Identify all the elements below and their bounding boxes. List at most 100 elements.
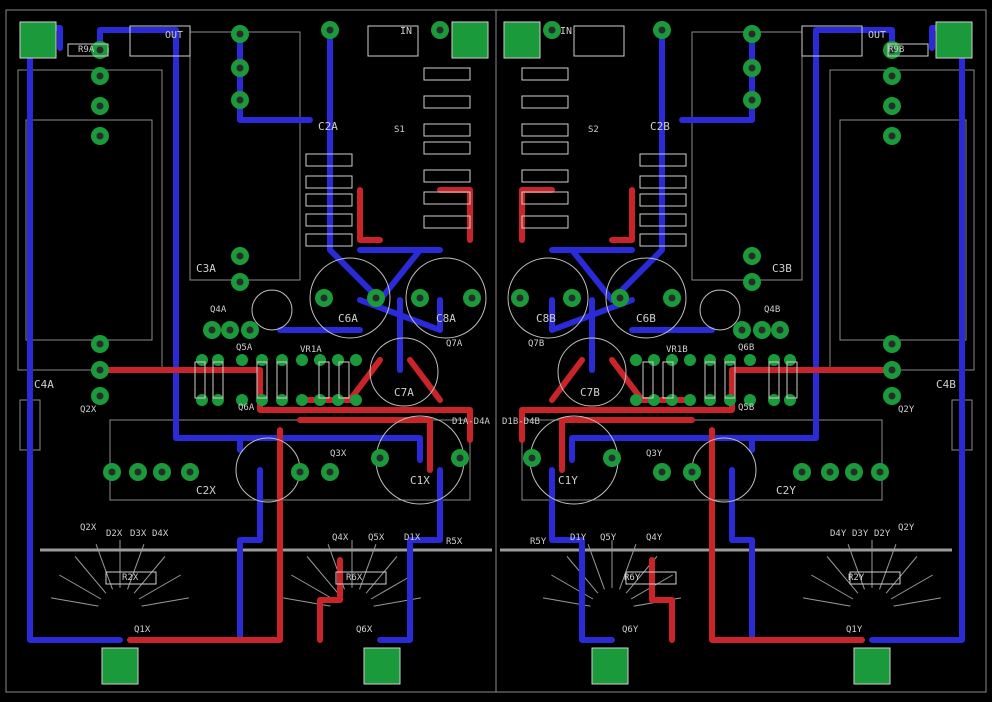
pad-drill [738,326,746,334]
resistor-body [521,95,569,109]
pad-drill [96,46,104,54]
heatsink-fin [141,597,190,607]
pad [196,354,208,366]
pad-drill [748,96,756,104]
resistor-body [639,175,687,189]
resistor-body [423,141,471,155]
pad-drill [608,454,616,462]
resistor-body [423,123,471,137]
label-c1x: C1X [410,474,430,487]
pad-drill [134,468,142,476]
pad-drill [748,278,756,286]
resistor-body [849,571,901,585]
resistor-body [423,95,471,109]
pad-drill [668,294,676,302]
resistor-body [305,175,353,189]
label-out-right: OUT [868,30,886,41]
resistor-body [305,193,353,207]
label-d1a-d4a: D1A-D4A [452,417,491,427]
pad-drill [96,392,104,400]
terminal-blocks [19,21,973,685]
resistor-body [521,67,569,81]
pad [704,354,716,366]
resistor-body [335,571,387,585]
label-c7b: C7B [580,386,600,399]
pad-drill [96,102,104,110]
label-c8b: C8B [536,312,556,325]
resistor-body [423,169,471,183]
capacitor-outline [369,337,439,407]
heatsink-fin [890,574,933,600]
label-q6y: Q6Y [622,625,639,635]
resistor-body [338,361,350,399]
pad [212,394,224,406]
label-q3x: Q3X [330,449,347,459]
pad-drill [658,468,666,476]
pad [666,394,678,406]
heatsink-fin [551,574,594,600]
heatsink-fin [826,556,859,594]
pad [768,354,780,366]
pad-drill [748,252,756,260]
resistor-body [305,213,353,227]
label-r2y: R2Y [848,573,865,583]
resistor-body [639,213,687,227]
label-q5b: Q5B [738,403,754,413]
resistor-body [521,123,569,137]
label-r6y: R6Y [624,573,641,583]
component-pads [27,21,965,675]
heatsink-fin [893,597,942,607]
resistor-body [625,571,677,585]
pad-drill [568,294,576,302]
pad-drill [236,64,244,72]
label-c8a: C8A [436,312,456,325]
pad-drill [326,468,334,476]
resistor-body [521,141,569,155]
heatsink-fin [370,574,413,600]
label-q4a: Q4A [210,305,227,315]
pad [648,394,660,406]
label-q2x: Q2X [80,523,97,533]
label-out-left: OUT [165,30,183,41]
heatsink-fin [619,544,637,590]
pad-drill [876,468,884,476]
pad-drill [888,392,896,400]
heatsink-fin [365,556,398,594]
pad-drill [888,72,896,80]
heatsink-fin [802,597,851,607]
label-c2x: C2X [196,484,216,497]
pad [236,394,248,406]
pad-drill [186,468,194,476]
heatsink-fin [879,544,897,590]
pad [256,354,268,366]
pad-drill [888,46,896,54]
pad [684,354,696,366]
pad-drill [776,326,784,334]
pad [704,394,716,406]
label-c6b: C6B [636,312,656,325]
pad-drill [516,294,524,302]
resistor-body [521,215,569,229]
label-d3y: D3Y [852,529,869,539]
pad-drill [236,96,244,104]
label-d3x: D3X [130,529,147,539]
pad-drill [456,454,464,462]
label-c6a: C6A [338,312,358,325]
label-r9a: R9A [78,45,95,55]
heatsink-fin [74,556,107,594]
pad-drill [236,278,244,286]
pad-drill [96,72,104,80]
pad [784,394,796,406]
label-q7b: Q7B [528,339,544,349]
resistor-body [786,361,798,399]
capacitor-outline [605,257,687,339]
resistor-body [67,43,109,57]
resistor-body [639,153,687,167]
pad-drill [468,294,476,302]
capacitor-outline [699,289,741,331]
heatsink-fin [373,597,422,607]
pad-drill [326,26,334,34]
pad [332,394,344,406]
capacitor-outline [405,257,487,339]
pad [314,394,326,406]
